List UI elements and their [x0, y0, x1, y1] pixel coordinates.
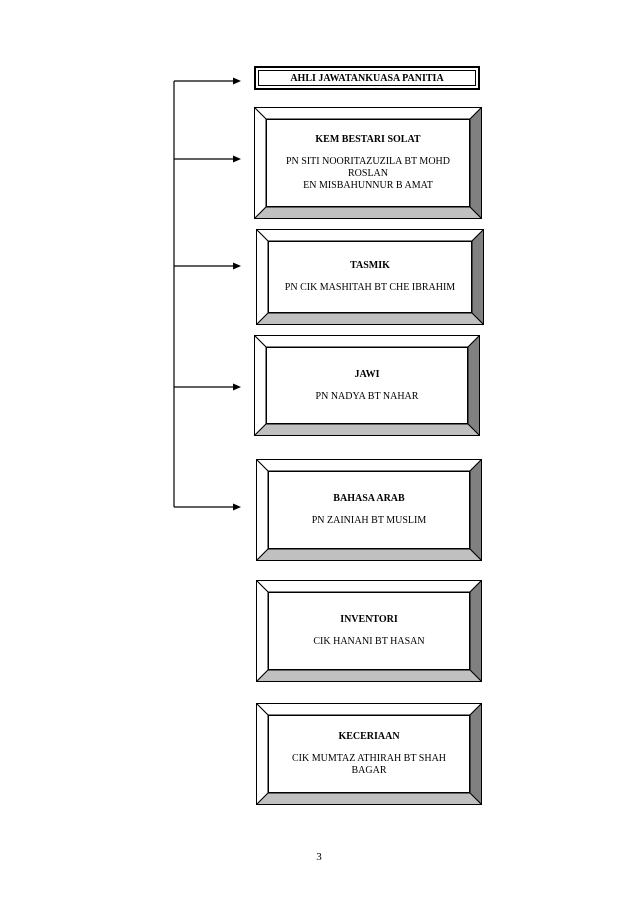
unit-member-line: ROSLAN — [347, 168, 388, 179]
committee-header-label: AHLI JAWATANKUASA PANITIA — [290, 72, 444, 84]
bevel-left-face — [256, 459, 269, 561]
bevel-left-face — [254, 107, 267, 219]
bevel-left-face — [256, 703, 269, 805]
committee-header-box: AHLI JAWATANKUASA PANITIA — [254, 66, 480, 90]
unit-member-line: PN SITI NOORITAZUZILA BT MOHD — [285, 156, 450, 167]
unit-title: INVENTORI — [340, 614, 398, 625]
unit-box-jawi: JAWI PN NADYA BT NAHAR — [254, 335, 480, 436]
bevel-right-face — [467, 335, 480, 436]
unit-title: JAWI — [354, 368, 380, 380]
bevel-left-face — [256, 580, 269, 682]
unit-member-line: BAGAR — [351, 765, 387, 776]
unit-box-tasmik: TASMIK PN CIK MASHITAH BT CHE IBRAHIM — [256, 229, 484, 325]
unit-box-inner: INVENTORI CIK HANANI BT HASAN — [268, 592, 470, 670]
bevel-right-face — [469, 107, 482, 219]
bevel-bottom-face — [256, 792, 482, 805]
unit-box-kem-bestari-solat: KEM BESTARI SOLAT PN SITI NOORITAZUZILA … — [254, 107, 482, 219]
unit-box-keceriaan: KECERIAAN CIK MUMTAZ ATHIRAH BT SHAH BAG… — [256, 703, 482, 805]
unit-title: KECERIAAN — [338, 731, 400, 742]
bevel-frame — [254, 107, 482, 219]
unit-box-inner: KEM BESTARI SOLAT PN SITI NOORITAZUZILA … — [266, 119, 470, 207]
bevel-bottom-face — [256, 669, 482, 682]
bevel-right-face — [469, 580, 482, 682]
connector-arrow-jawi — [174, 383, 241, 391]
bevel-frame — [256, 580, 482, 682]
unit-box-inner: KECERIAAN CIK MUMTAZ ATHIRAH BT SHAH BAG… — [268, 715, 470, 793]
unit-member-line: CIK HANANI BT HASAN — [313, 636, 425, 647]
bevel-left-face — [254, 335, 267, 436]
unit-box-inner: TASMIK PN CIK MASHITAH BT CHE IBRAHIM — [268, 241, 472, 313]
unit-box-bahasa-arab: BAHASA ARAB PN ZAINIAH BT MUSLIM — [256, 459, 482, 561]
unit-member-line: EN MISBAHUNNUR B AMAT — [303, 180, 433, 191]
unit-box-inner: BAHASA ARAB PN ZAINIAH BT MUSLIM — [268, 471, 470, 549]
bevel-left-face — [256, 229, 269, 325]
bevel-bottom-face — [254, 423, 480, 436]
unit-member-line: PN ZAINIAH BT MUSLIM — [311, 515, 427, 526]
bevel-bottom-face — [256, 548, 482, 561]
unit-box-inventori: INVENTORI CIK HANANI BT HASAN — [256, 580, 482, 682]
unit-box-inner: JAWI PN NADYA BT NAHAR — [266, 347, 468, 424]
bevel-top-face — [256, 703, 482, 716]
bevel-frame — [254, 335, 480, 436]
bevel-frame — [256, 459, 482, 561]
unit-member-line: PN NADYA BT NAHAR — [315, 390, 419, 402]
bevel-top-face — [256, 459, 482, 472]
unit-title: BAHASA ARAB — [333, 493, 405, 504]
connector-arrow-tasmik — [174, 262, 241, 270]
bevel-top-face — [256, 229, 484, 242]
unit-title: TASMIK — [350, 260, 390, 271]
connector-arrow-bahasa-arab — [174, 503, 241, 511]
unit-title: KEM BESTARI SOLAT — [315, 134, 421, 145]
bevel-bottom-face — [256, 312, 484, 325]
bevel-frame — [256, 229, 484, 325]
bevel-right-face — [469, 459, 482, 561]
bevel-frame — [256, 703, 482, 805]
bevel-top-face — [254, 107, 482, 120]
bevel-right-face — [471, 229, 484, 325]
unit-member-line: CIK MUMTAZ ATHIRAH BT SHAH — [291, 753, 447, 764]
connector-arrow-kem-bestari-solat — [174, 155, 241, 163]
bevel-bottom-face — [254, 206, 482, 219]
bevel-right-face — [469, 703, 482, 805]
bevel-top-face — [256, 580, 482, 593]
page-number: 3 — [316, 851, 322, 863]
connector-arrow-header — [174, 77, 241, 85]
unit-member-line: PN CIK MASHITAH BT CHE IBRAHIM — [284, 282, 456, 293]
bevel-top-face — [254, 335, 480, 348]
